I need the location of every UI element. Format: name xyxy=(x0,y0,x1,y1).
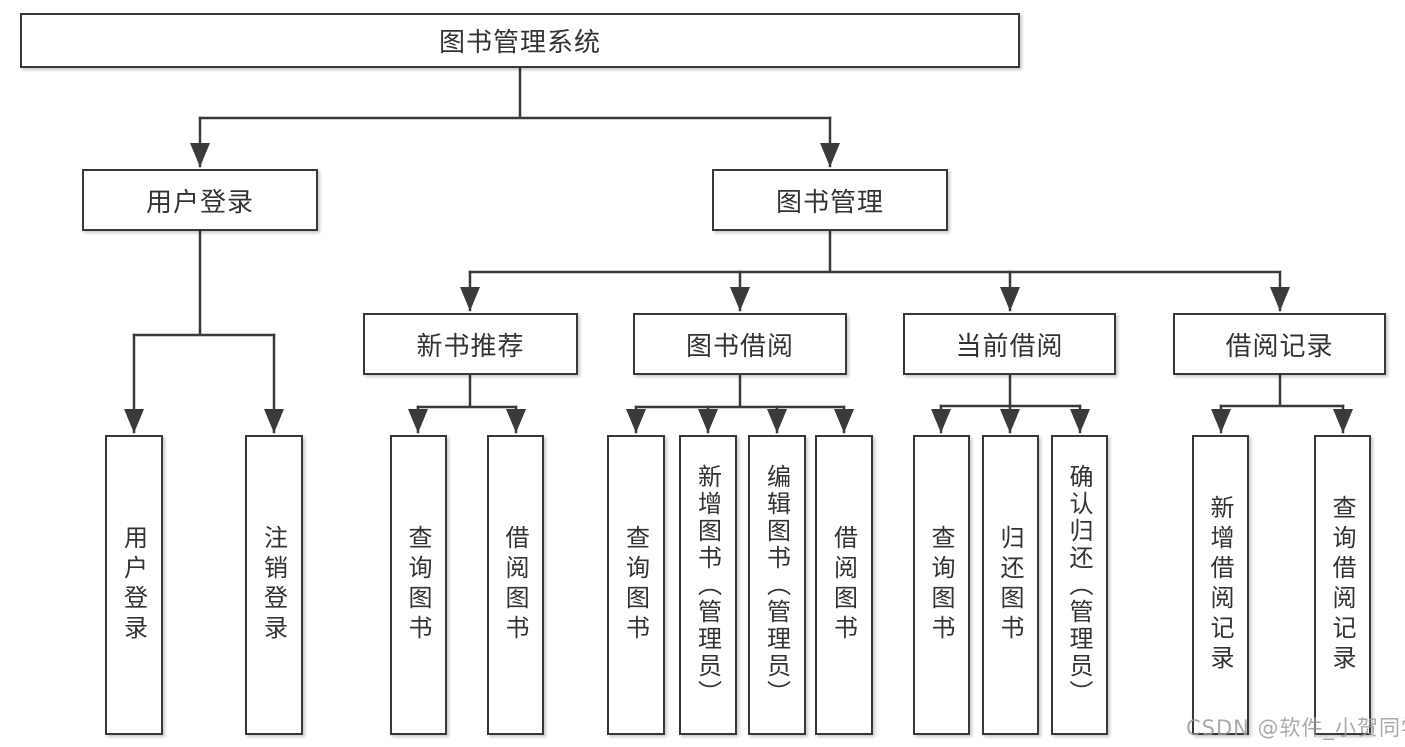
node-book-borrow: 图书借阅 xyxy=(633,313,847,375)
connector-book-mgmt-to-level3 xyxy=(460,229,1290,312)
connector-current-borrow-to-leaves xyxy=(931,373,1090,434)
leaf-logout: 注销登录 xyxy=(245,435,303,735)
connector-new-book-to-leaves xyxy=(408,373,526,434)
node-borrow-record: 借阅记录 xyxy=(1173,313,1386,375)
leaf-borrow-book-2: 借阅图书 xyxy=(815,435,873,735)
connector-root-to-level2 xyxy=(190,66,840,168)
leaf-user-login: 用户登录 xyxy=(105,435,163,735)
leaf-query-book-1: 查询图书 xyxy=(390,435,447,735)
leaf-return-book: 归还图书 xyxy=(982,435,1039,735)
node-book-management: 图书管理 xyxy=(712,169,948,231)
leaf-query-book-3: 查询图书 xyxy=(913,435,970,735)
leaf-query-borrow-record: 查询借阅记录 xyxy=(1314,435,1371,735)
leaf-add-book-admin: 新增图书（管理员） xyxy=(679,435,737,735)
leaf-edit-book-admin: 编辑图书（管理员） xyxy=(748,435,806,735)
node-new-book-recommend: 新书推荐 xyxy=(363,313,578,375)
node-current-borrow: 当前借阅 xyxy=(903,313,1116,375)
leaf-query-book-2: 查询图书 xyxy=(607,435,665,735)
csdn-watermark: CSDN @软件_小贺同学 xyxy=(1186,716,1405,740)
leaf-add-borrow-record: 新增借阅记录 xyxy=(1192,435,1249,735)
node-library-management-system: 图书管理系统 xyxy=(20,13,1020,68)
connector-borrow-record-to-leaves xyxy=(1211,373,1353,434)
connector-user-login-to-leaves xyxy=(124,229,284,434)
leaf-confirm-return-admin: 确认归还（管理员） xyxy=(1051,435,1108,735)
connector-book-borrow-to-leaves xyxy=(626,373,854,434)
node-user-login: 用户登录 xyxy=(82,169,318,231)
leaf-borrow-book-1: 借阅图书 xyxy=(487,435,544,735)
